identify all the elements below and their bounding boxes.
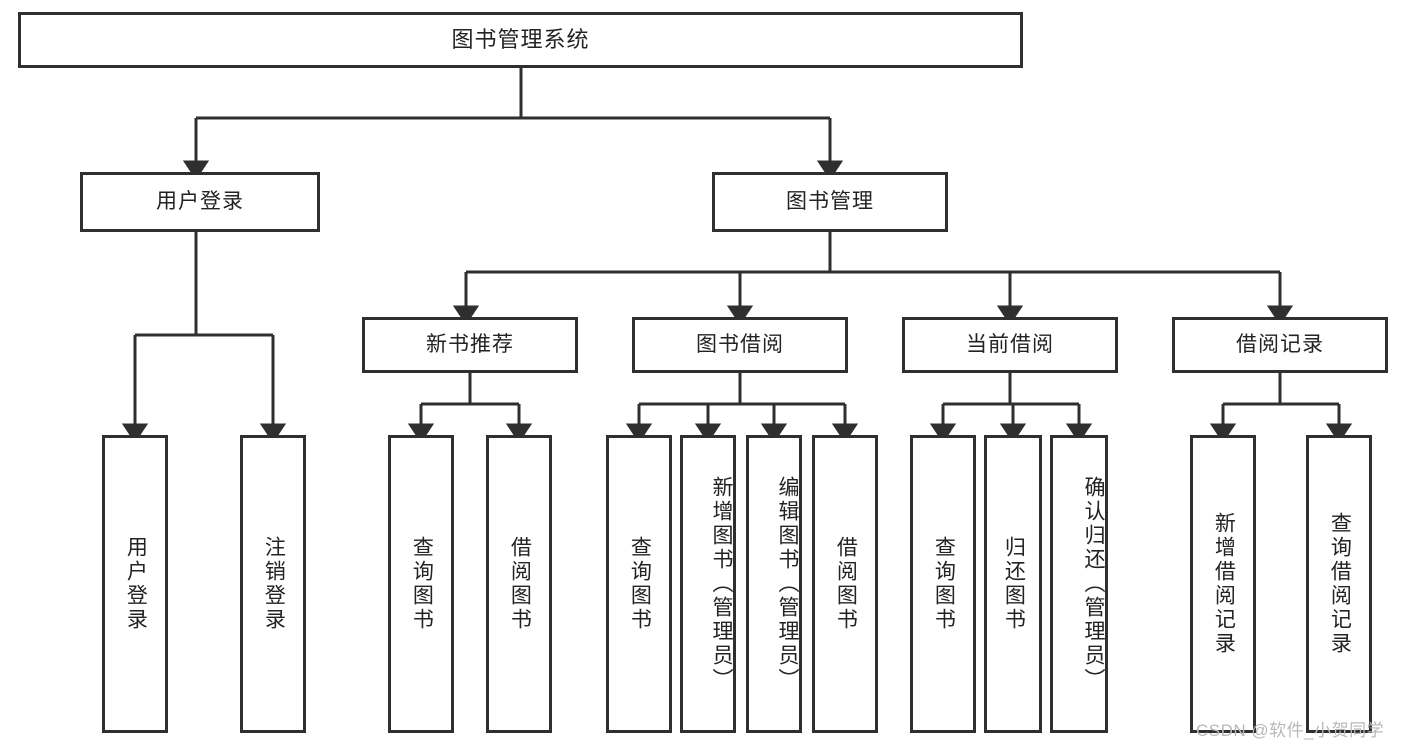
node-current-borrow[interactable]: 当前借阅 [902,317,1118,373]
node-leaf-query-book-3[interactable]: 查询图书 [910,435,976,733]
node-leaf-borrow-book-1[interactable]: 借阅图书 [486,435,552,733]
node-borrow-record[interactable]: 借阅记录 [1172,317,1388,373]
node-leaf-add-book-admin[interactable]: 新增图书（管理员） [680,435,736,733]
node-book-borrow[interactable]: 图书借阅 [632,317,848,373]
node-leaf-query-book-1[interactable]: 查询图书 [388,435,454,733]
node-leaf-query-book-2[interactable]: 查询图书 [606,435,672,733]
node-leaf-user-login[interactable]: 用户登录 [102,435,168,733]
node-leaf-borrow-book-2[interactable]: 借阅图书 [812,435,878,733]
node-root[interactable]: 图书管理系统 [18,12,1023,68]
csdn-watermark: CSDN @软件_小贺同学 [1196,721,1385,740]
node-book-manage[interactable]: 图书管理 [712,172,948,232]
node-leaf-add-record[interactable]: 新增借阅记录 [1190,435,1256,733]
node-new-book-recommend[interactable]: 新书推荐 [362,317,578,373]
node-user-login[interactable]: 用户登录 [80,172,320,232]
node-leaf-edit-book-admin[interactable]: 编辑图书（管理员） [746,435,802,733]
node-leaf-query-record[interactable]: 查询借阅记录 [1306,435,1372,733]
node-leaf-logout[interactable]: 注销登录 [240,435,306,733]
node-leaf-confirm-return-admin[interactable]: 确认归还（管理员） [1050,435,1108,733]
node-leaf-return-book[interactable]: 归还图书 [984,435,1042,733]
